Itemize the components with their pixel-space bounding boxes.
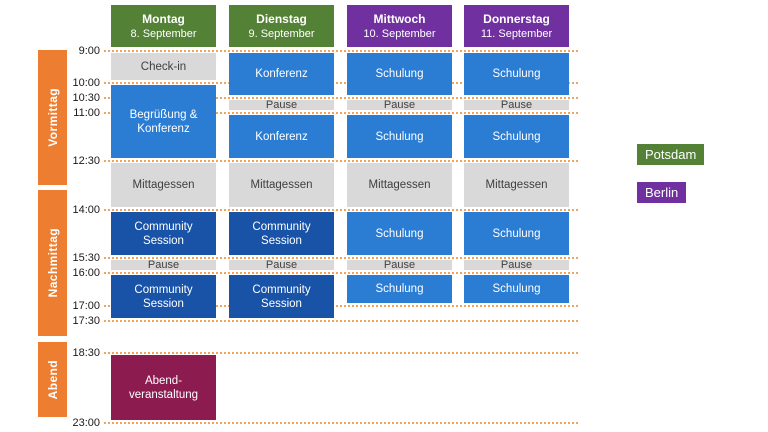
- event-community-session: Community Session: [111, 212, 216, 255]
- event-mittagessen: Mittagessen: [111, 163, 216, 207]
- day-name: Mittwoch: [373, 11, 426, 26]
- time-label-14-00: 14:00: [72, 204, 100, 216]
- event-abend-veranstaltung: Abend-veranstaltung: [111, 355, 216, 420]
- event-schulung: Schulung: [464, 275, 569, 303]
- day-date: 8. September: [130, 27, 197, 40]
- time-gridline-18-30: [104, 352, 578, 354]
- time-gridline-11-00: [104, 112, 578, 114]
- time-gridline-9-00: [104, 50, 578, 52]
- event-konferenz: Konferenz: [229, 115, 334, 158]
- event-community-session: Community Session: [111, 275, 216, 318]
- time-gridline-12-30: [104, 160, 578, 162]
- event-pause: Pause: [229, 99, 334, 110]
- time-label-12-30: 12:30: [72, 155, 100, 167]
- event-mittagessen: Mittagessen: [229, 163, 334, 207]
- period-label-abend: Abend: [45, 359, 60, 400]
- period-label-nachmittag: Nachmittag: [45, 228, 60, 298]
- day-name: Montag: [142, 11, 185, 26]
- period-label-vormittag: Vormittag: [45, 88, 60, 147]
- time-gridline-10-30: [104, 97, 578, 99]
- event-schulung: Schulung: [347, 115, 452, 158]
- event-schulung: Schulung: [347, 53, 452, 95]
- event-pause: Pause: [229, 259, 334, 270]
- event-schulung: Schulung: [347, 275, 452, 303]
- time-gridline-17-30: [104, 320, 578, 322]
- time-label-9-00: 9:00: [78, 45, 100, 57]
- event-schulung: Schulung: [464, 212, 569, 255]
- event-pause: Pause: [464, 259, 569, 270]
- time-label-17-30: 17:30: [72, 315, 100, 327]
- event-konferenz: Konferenz: [229, 53, 334, 95]
- time-label-10-00: 10:00: [72, 77, 100, 89]
- day-date: 11. September: [480, 27, 553, 40]
- period-bar-vormittag: Vormittag: [38, 50, 67, 185]
- day-date: 10. September: [363, 27, 436, 40]
- time-label-10-30: 10:30: [72, 92, 100, 104]
- event-mittagessen: Mittagessen: [347, 163, 452, 207]
- event-pause: Pause: [464, 99, 569, 110]
- legend-item-potsdam: Potsdam: [637, 144, 705, 165]
- period-bar-nachmittag: Nachmittag: [38, 190, 67, 336]
- time-label-23-00: 23:00: [72, 417, 100, 429]
- time-label-16-00: 16:00: [72, 267, 100, 279]
- period-bar-abend: Abend: [38, 342, 67, 417]
- time-gridline-15-30: [104, 257, 578, 259]
- time-gridline-16-00: [104, 272, 578, 274]
- time-gridline-23-00: [104, 422, 578, 424]
- time-label-17-00: 17:00: [72, 300, 100, 312]
- time-gridline-10-00: [104, 82, 578, 84]
- event-community-session: Community Session: [229, 212, 334, 255]
- event-pause: Pause: [347, 99, 452, 110]
- event-begruessung-konferenz: Begrüßung & Konferenz: [111, 85, 216, 158]
- event-schulung: Schulung: [464, 53, 569, 95]
- event-schulung: Schulung: [464, 115, 569, 158]
- time-gridline-14-00: [104, 209, 578, 211]
- day-date: 9. September: [248, 27, 315, 40]
- day-name: Dienstag: [256, 11, 307, 26]
- time-label-11-00: 11:00: [73, 107, 100, 119]
- event-pause: Pause: [111, 259, 216, 270]
- day-name: Donnerstag: [483, 11, 550, 26]
- time-gridline-17-00: [104, 305, 578, 307]
- event-mittagessen: Mittagessen: [464, 163, 569, 207]
- event-pause: Pause: [347, 259, 452, 270]
- legend-item-berlin: Berlin: [637, 182, 687, 203]
- event-check-in: Check-in: [111, 53, 216, 80]
- time-label-15-30: 15:30: [72, 252, 100, 264]
- event-community-session: Community Session: [229, 275, 334, 318]
- time-label-18-30: 18:30: [72, 347, 100, 359]
- event-schulung: Schulung: [347, 212, 452, 255]
